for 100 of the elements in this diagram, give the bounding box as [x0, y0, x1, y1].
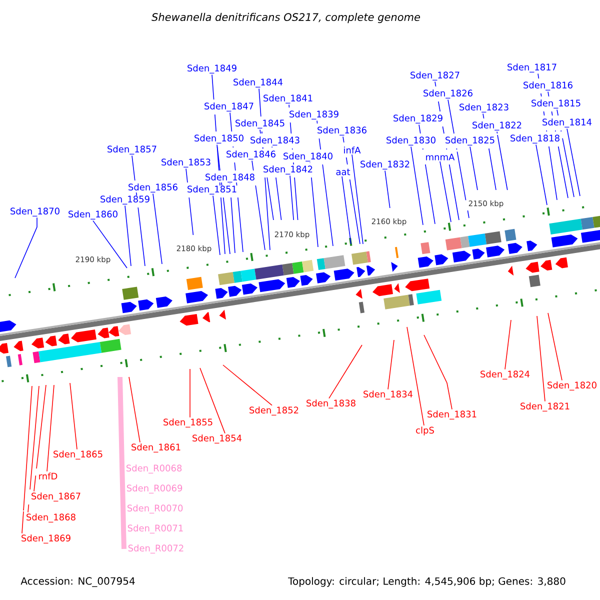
- leader-line: [556, 109, 574, 198]
- gene-label: Sden_1855: [164, 418, 212, 428]
- gene-label: Sden_1846: [226, 150, 276, 160]
- gene-label: Sden_1868: [26, 514, 76, 522]
- gene-label: Sden_1841: [264, 94, 312, 104]
- leader-line: [252, 160, 266, 250]
- leader-line: [92, 220, 128, 268]
- leader-line: [496, 131, 508, 190]
- gene-label: Sden_R0068: [126, 464, 182, 474]
- gene-label: Sden_1859: [100, 196, 150, 204]
- gene-label: Sden_1832: [360, 160, 410, 170]
- leader-line: [22, 386, 32, 534]
- gene-label: Sden_1818: [510, 134, 560, 144]
- leader-line: [316, 120, 334, 246]
- gene-label: Sden_1823: [460, 104, 508, 112]
- gene-label: Sden_1839: [290, 110, 338, 120]
- leader-line: [482, 113, 496, 190]
- leader-line: [272, 146, 282, 220]
- leader-line: [132, 155, 146, 266]
- gene-label: Sden_1834: [364, 390, 413, 400]
- gene-label: Sden_1817: [508, 64, 556, 72]
- gene-label: mnmA: [426, 154, 455, 160]
- gene-label: Sden_1844: [234, 78, 283, 88]
- gene-label: Sden_1842: [264, 166, 312, 174]
- leader-line: [216, 144, 230, 254]
- leader-line: [328, 344, 362, 399]
- leader-line: [128, 376, 140, 443]
- gene-label: Sden_1830: [386, 136, 436, 146]
- leader-line: [418, 124, 436, 224]
- gene-label: Sden_1845: [236, 120, 284, 128]
- leader-line: [424, 334, 452, 410]
- leader-line: [222, 364, 272, 406]
- gene-label: Sden_1856: [128, 184, 178, 192]
- leader-line: [548, 312, 562, 381]
- gene-label: Sden_1840: [284, 152, 332, 162]
- gene-label: Sden_1850: [194, 134, 244, 144]
- leader-line: [288, 104, 298, 220]
- gene-label: Sden_1826: [424, 90, 472, 98]
- gene-label: clpS: [416, 426, 434, 436]
- leader-line: [28, 386, 40, 513]
- gene-label: Sden_1829: [394, 114, 442, 124]
- gene-label: Sden_1836: [318, 126, 366, 136]
- leader-line: [434, 81, 460, 220]
- leader-line: [504, 320, 512, 370]
- leader-line: [342, 136, 360, 244]
- leader-line: [310, 162, 318, 248]
- gene-label: Sden_1854: [192, 434, 242, 444]
- gene-label: rnfD: [39, 472, 58, 480]
- leader-line: [34, 384, 46, 492]
- leader-line: [230, 183, 236, 254]
- leader-line: [470, 146, 478, 190]
- leader-line: [70, 382, 78, 450]
- leader-line: [566, 128, 580, 196]
- leader-line: [342, 176, 352, 244]
- leader-line: [14, 217, 38, 278]
- gene-label: Sden_1820: [548, 382, 596, 390]
- leader-line: [384, 170, 390, 208]
- gene-label: Sden_1847: [204, 102, 254, 112]
- leader-line: [124, 205, 132, 266]
- leader-band: [118, 376, 125, 470]
- gene-label: Sden_1869: [22, 534, 70, 544]
- gene-label: Sden_1860: [68, 210, 118, 220]
- title: Shewanella denitrificans OS217, complete genome: [152, 12, 420, 24]
- leader-band: [120, 468, 126, 550]
- gene-label: Sden_R0071: [128, 524, 183, 534]
- accession-text: Accession: NC_007954: [20, 577, 135, 587]
- gene-label: Sden_1853: [162, 158, 210, 168]
- leader-line: [260, 129, 274, 220]
- leader-line: [152, 193, 162, 264]
- gene-label: infA: [344, 146, 361, 154]
- gene-label: Sden_1824: [480, 370, 530, 380]
- leader-line: [538, 73, 558, 200]
- leader-line: [46, 384, 54, 472]
- gene-label: Sden_1849: [188, 64, 236, 74]
- leader-line: [548, 91, 568, 198]
- gene-label: Sden_1827: [410, 72, 460, 80]
- gene-label: Sden_1865: [54, 450, 102, 460]
- leader-line: [212, 74, 226, 254]
- leader-line: [410, 146, 424, 226]
- gene-label: Sden_1822: [472, 122, 522, 130]
- leader-line: [388, 340, 394, 390]
- gene-label: Sden_R0069: [127, 484, 182, 494]
- gene-label: Sden_1857: [108, 146, 156, 154]
- gene-label: Sden_R0070: [128, 504, 183, 514]
- leader-line: [406, 326, 424, 426]
- gene-label: Sden_1848: [206, 174, 254, 182]
- gene-label: Sden_1838: [306, 400, 356, 408]
- gene-label: Sden_1851: [188, 186, 236, 194]
- gene-label: Sden_R0072: [128, 544, 184, 554]
- genome-info-text: Topology: circular; Length: 4,545,906 bp; Genes: 3,880: [288, 577, 566, 587]
- leader-line: [536, 144, 548, 206]
- gene-label: Sden_1831: [428, 410, 476, 420]
- gene-label: Sden_1870: [10, 208, 60, 216]
- leader-line: [352, 154, 364, 244]
- leader-line: [258, 88, 270, 250]
- gene-label: Sden_1816: [524, 82, 572, 90]
- gene-label: aat: [336, 168, 350, 176]
- leader-line: [290, 175, 294, 220]
- leader-line: [212, 195, 220, 256]
- leader-line: [536, 316, 546, 402]
